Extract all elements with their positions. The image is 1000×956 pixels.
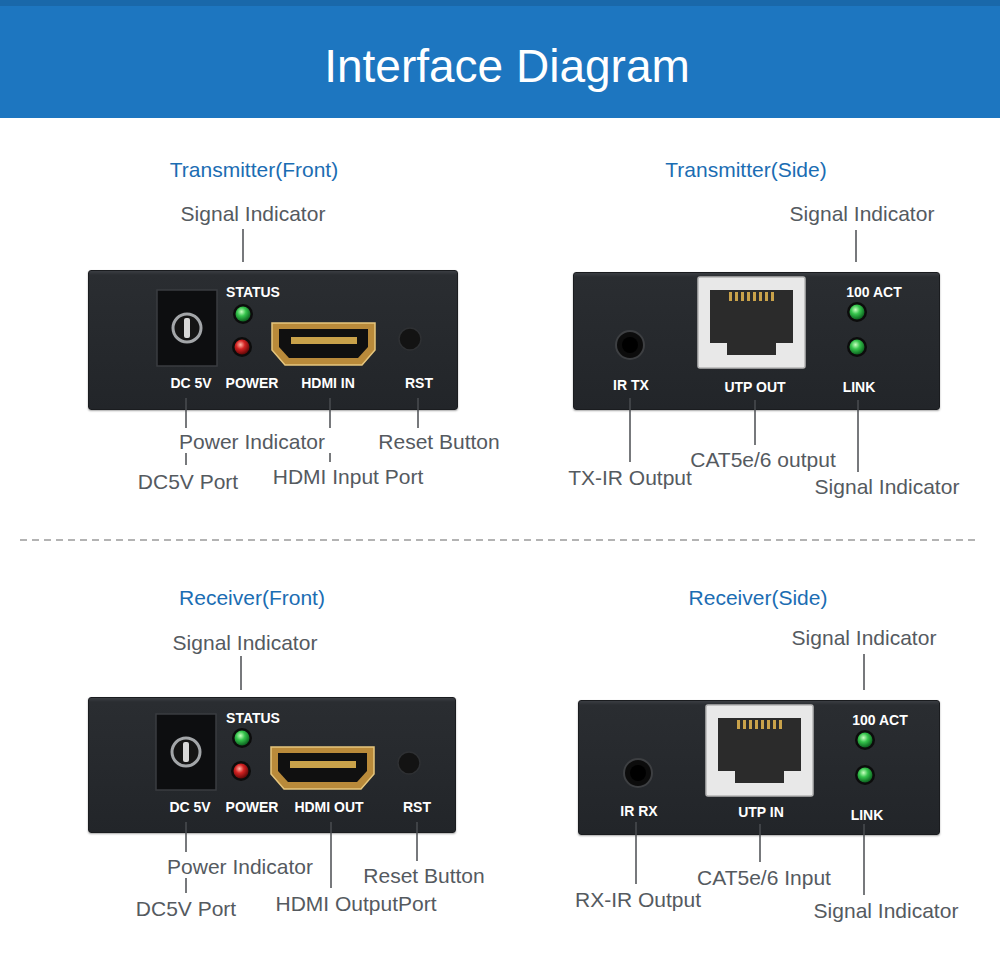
leader-line [185, 453, 187, 465]
title-bar [0, 0, 1000, 118]
leader-line [329, 453, 331, 462]
callout-label: Power Indicator [179, 431, 325, 452]
callout-label: Signal Indicator [790, 203, 935, 224]
title-bar-edge [0, 0, 1000, 6]
leader-line [855, 230, 857, 262]
callout-label: DC5V Port [136, 898, 236, 919]
callout-label: Power Indicator [167, 856, 313, 877]
callout-label: Reset Button [378, 431, 499, 452]
callout-label: Signal Indicator [173, 632, 318, 653]
port-marking: 100 ACT [852, 713, 908, 727]
leader-line [863, 654, 865, 690]
port-marking: UTP OUT [724, 380, 785, 394]
port-marking: HDMI IN [301, 376, 355, 390]
page-title: Interface Diagram [324, 43, 690, 89]
callout-label: CAT5e/6 output [690, 449, 836, 470]
callout-label: RX-IR Output [575, 889, 701, 910]
leader-line [242, 229, 244, 262]
section-divider [20, 539, 980, 541]
port-marking: IR TX [613, 378, 649, 392]
leader-line [857, 400, 859, 472]
callout-label: Signal Indicator [792, 627, 937, 648]
panel-heading: Receiver(Front) [179, 587, 325, 608]
port-marking: 100 ACT [846, 285, 902, 299]
port-marking: IR RX [620, 804, 657, 818]
port-marking: DC 5V [170, 376, 211, 390]
callout-label: Signal Indicator [814, 900, 959, 921]
panel-heading: Transmitter(Front) [170, 159, 338, 180]
port-marking: DC 5V [169, 800, 210, 814]
leader-line [185, 878, 187, 893]
callout-label: DC5V Port [138, 471, 238, 492]
panel-heading: Receiver(Side) [689, 587, 828, 608]
callout-label: Signal Indicator [181, 203, 326, 224]
callout-label: HDMI Input Port [273, 466, 424, 487]
callout-label: Reset Button [363, 865, 484, 886]
port-marking: RST [405, 376, 433, 390]
port-marking: RST [403, 800, 431, 814]
device-panel: Transmitter(Front)STATUSDC 5VPOWERHDMI I… [88, 270, 458, 410]
port-marking: HDMI OUT [294, 800, 363, 814]
leader-line [240, 656, 242, 690]
port-marking: UTP IN [738, 805, 784, 819]
callout-label: CAT5e/6 Input [697, 867, 831, 888]
device-panel: Receiver(Side)100 ACTIR RXUTP INLINK [578, 700, 940, 835]
callout-label: HDMI OutputPort [275, 893, 436, 914]
port-marking: STATUS [226, 285, 280, 299]
callout-label: TX-IR Output [568, 467, 692, 488]
device-panel: Transmitter(Side)100 ACTIR TXUTP OUTLINK [573, 272, 940, 410]
panel-heading: Transmitter(Side) [665, 159, 826, 180]
port-marking: LINK [851, 808, 884, 822]
device-panel: Receiver(Front)STATUSDC 5VPOWERHDMI OUTR… [88, 697, 456, 833]
callout-label: Signal Indicator [815, 476, 960, 497]
port-marking: STATUS [226, 711, 280, 725]
port-marking: POWER [226, 800, 279, 814]
port-marking: POWER [226, 376, 279, 390]
port-marking: LINK [843, 380, 876, 394]
